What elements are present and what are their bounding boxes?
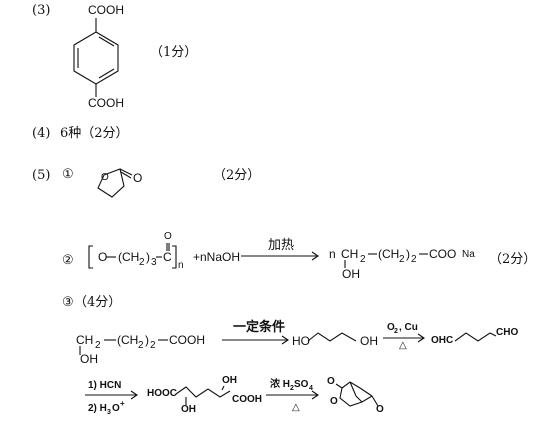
dilactone-o3: O bbox=[376, 404, 384, 415]
start-paren: ) bbox=[145, 333, 149, 347]
poly-n: n bbox=[178, 260, 184, 271]
prod-sub-2c: 2 bbox=[411, 254, 417, 265]
polymer-brackets bbox=[88, 243, 177, 269]
cond4-delta: △ bbox=[292, 402, 300, 413]
lactone-ring bbox=[97, 168, 133, 198]
diol-ho: HO bbox=[292, 334, 310, 348]
start-ch2: CH bbox=[76, 333, 94, 347]
dialdehyde-chain bbox=[454, 332, 497, 342]
part4-label: (4) bbox=[32, 126, 51, 141]
start-sub-2c: 2 bbox=[150, 340, 156, 351]
cond3-plus: + bbox=[120, 399, 125, 408]
start-bonds bbox=[79, 339, 168, 355]
part3-score: （1分） bbox=[150, 45, 198, 60]
aldehyde-right: CHO bbox=[496, 327, 519, 338]
cond4-sub2: 2 bbox=[290, 385, 294, 392]
acid-hooc: HOOC bbox=[147, 388, 177, 399]
poly-sub-2: 2 bbox=[139, 257, 145, 268]
score-one: （2分） bbox=[213, 168, 261, 183]
heat-label: 加热 bbox=[268, 238, 295, 253]
prod-na: Na bbox=[462, 249, 475, 260]
product-bonds bbox=[344, 253, 428, 268]
cond4-sub4: 4 bbox=[309, 385, 313, 392]
cooh-top: COOH bbox=[88, 3, 124, 17]
prod-ch2-mid: (CH bbox=[378, 247, 400, 261]
cond4-h2: 浓 H bbox=[270, 379, 290, 390]
arrow-heat bbox=[241, 251, 319, 261]
diol-oh: OH bbox=[360, 334, 378, 348]
plus-naoh: +nNaOH bbox=[193, 250, 241, 264]
cond2-sub: 2 bbox=[394, 328, 398, 335]
prod-paren: ) bbox=[406, 247, 410, 261]
lactone-ring-o: O bbox=[101, 172, 109, 183]
prod-oh: OH bbox=[342, 267, 360, 281]
cond2-cu: , Cu bbox=[399, 322, 418, 333]
cond4-so: SO bbox=[294, 379, 309, 390]
poly-carbon: C bbox=[163, 250, 172, 264]
cond3-hcn: 1) HCN bbox=[88, 380, 122, 391]
part5-label: (5) bbox=[32, 168, 51, 183]
score-two: （2分） bbox=[489, 252, 537, 267]
poly-close: ) bbox=[146, 250, 150, 264]
prod-coo: COO bbox=[429, 247, 457, 261]
dilactone-o2: O bbox=[330, 396, 338, 407]
condition-one: 一定条件 bbox=[233, 320, 286, 335]
poly-carbonyl-o: O bbox=[164, 231, 172, 242]
start-sub-2b: 2 bbox=[138, 340, 144, 351]
butanediol-chain bbox=[307, 332, 357, 342]
lactone-carbonyl-o: O bbox=[133, 171, 143, 185]
acid-chain bbox=[175, 386, 231, 398]
start-oh: OH bbox=[80, 352, 98, 366]
poly-ether-o: O bbox=[98, 250, 108, 264]
prod-ch2-left: CH bbox=[341, 247, 359, 261]
dilactone bbox=[335, 381, 379, 407]
prod-sub-2a: 2 bbox=[360, 254, 366, 265]
start-sub-2a: 2 bbox=[95, 340, 101, 351]
arrow-acid bbox=[266, 390, 319, 400]
poly-ch2: (CH bbox=[118, 250, 140, 264]
circle-two: ② bbox=[62, 253, 74, 268]
circle-one: ① bbox=[62, 167, 74, 182]
cond2-delta: △ bbox=[399, 340, 407, 351]
circle-three: ③ bbox=[62, 295, 74, 310]
cooh-bottom: COOH bbox=[88, 96, 124, 110]
part3-label: (3) bbox=[32, 3, 51, 18]
prod-sub-2b: 2 bbox=[399, 254, 405, 265]
start-cooh: COOH bbox=[169, 333, 205, 347]
dilactone-o1: O bbox=[327, 376, 335, 387]
cond3-o: O bbox=[112, 403, 120, 414]
benzene-ring bbox=[73, 18, 119, 97]
cond3-sub3: 3 bbox=[107, 409, 111, 416]
arrow-hcn bbox=[85, 390, 138, 400]
prod-n: n bbox=[329, 247, 336, 261]
aldehyde-left: OHC bbox=[431, 335, 454, 346]
part4-text: 6种（2分） bbox=[60, 126, 129, 141]
cond3-h: 2) H bbox=[88, 403, 107, 414]
acid-cooh: COOH bbox=[232, 394, 262, 405]
start-ch2-mid: (CH bbox=[117, 333, 139, 347]
cond2-o: O bbox=[387, 322, 395, 333]
arrow-condition-one bbox=[222, 335, 289, 345]
acid-oh-bottom: OH bbox=[181, 404, 196, 415]
acid-oh-top: OH bbox=[222, 375, 237, 386]
poly-sub-3: 3 bbox=[151, 257, 157, 268]
arrow-oxidation bbox=[383, 333, 425, 343]
score-three: （4分） bbox=[74, 295, 122, 310]
